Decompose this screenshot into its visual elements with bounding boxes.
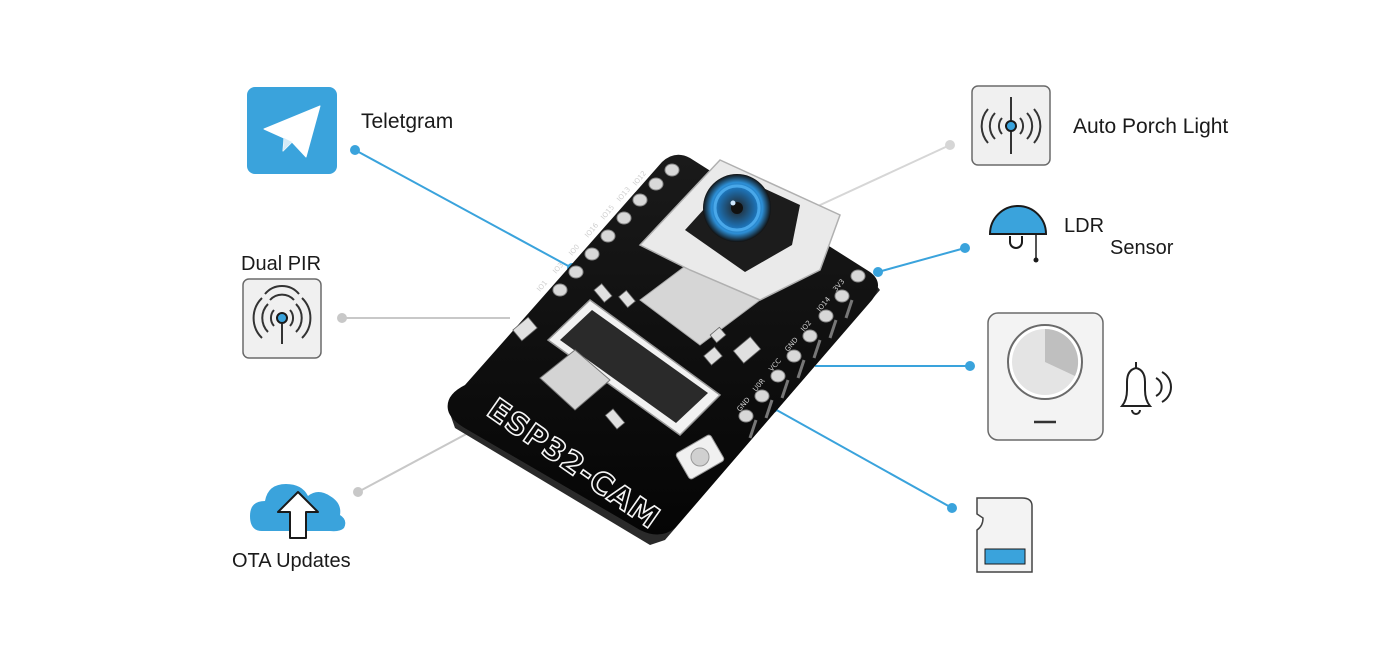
esp32-cam-board: IO1 IO3 IO0 IO16 IO15 IO13 IO12 — [447, 154, 880, 545]
label-telegram: Teletgram — [361, 110, 454, 133]
sd-slot — [539, 349, 611, 411]
bell-ringing-icon — [1119, 362, 1172, 415]
connector-ldr — [877, 247, 966, 273]
motion-light-icon — [980, 97, 1042, 154]
porch-light-tile — [971, 85, 1051, 166]
connector-telegram — [354, 149, 573, 269]
connector-sd-card — [772, 407, 953, 509]
connector-ota-dot — [353, 487, 363, 497]
sd-card-tile — [976, 497, 1033, 573]
connector-telegram-dot — [350, 145, 360, 155]
connector-dual-pir-dot — [337, 313, 347, 323]
label-ldr-line1: LDR — [1064, 215, 1105, 237]
camera-lens-ring — [713, 184, 761, 232]
label-ota-updates: OTA Updates — [232, 550, 351, 572]
alarm-tile — [987, 312, 1172, 441]
reset-button-cap — [690, 447, 710, 467]
ota-tile — [250, 484, 346, 539]
ldr-lamp-icon — [988, 205, 1048, 263]
connector-sd-card-dot — [947, 503, 957, 513]
svg-text:IO1: IO1 — [535, 279, 549, 293]
svg-text:IO0: IO0 — [567, 243, 581, 257]
connector-alarm-dot — [965, 361, 975, 371]
alarm-dial-icon — [1007, 324, 1083, 424]
connector-ldr-end-dot — [873, 267, 883, 277]
camera-lens-glint — [730, 200, 736, 206]
label-ldr-line2: Sensor — [1110, 237, 1174, 259]
fpc-connector-slot — [560, 310, 708, 423]
ldr-tile — [988, 205, 1048, 263]
connector-ota — [357, 431, 471, 493]
telegram-tile — [247, 87, 337, 174]
connector-porch-light — [804, 144, 951, 213]
smd-components — [512, 283, 762, 430]
label-dual-pir: Dual PIR — [241, 253, 322, 275]
header-pins-left — [552, 163, 680, 297]
label-porch-light: Auto Porch Light — [1073, 115, 1229, 138]
connector-porch-light-dot — [945, 140, 955, 150]
pir-sensor-icon — [252, 284, 312, 344]
header-pin-leads-right — [748, 299, 854, 439]
header-pins-right — [738, 269, 866, 423]
pir-tile — [242, 278, 322, 359]
connector-ldr-dot — [960, 243, 970, 253]
